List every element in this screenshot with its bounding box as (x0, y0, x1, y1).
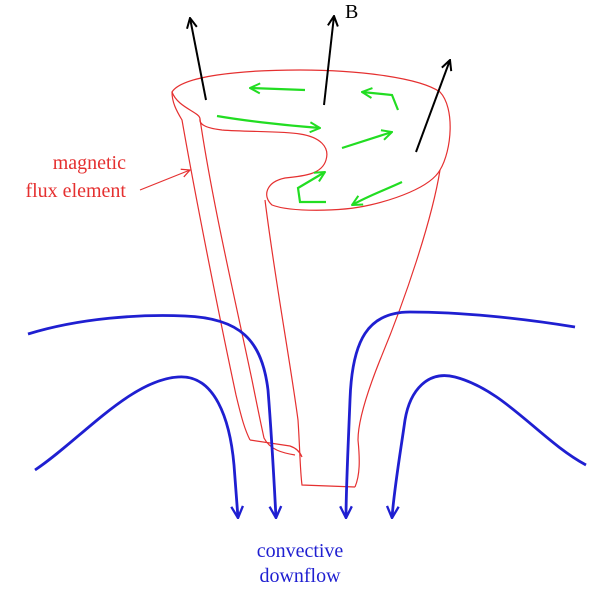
field-label-b: B (345, 1, 359, 23)
flow-arrow-6 (296, 172, 326, 204)
flow-arrow-5 (352, 181, 403, 205)
surface-flow-arrows (216, 88, 403, 205)
field-line-arrows (190, 16, 450, 153)
downflow-label-line2: downflow (259, 565, 341, 587)
flux-tube-inner-left-edge (199, 118, 296, 456)
field-arrow-center (323, 16, 334, 106)
flux-element-pointer-arrow (139, 170, 190, 191)
flux-element-label-line1: magnetic (52, 152, 126, 174)
flux-tube (171, 69, 451, 488)
field-arrow-left (190, 18, 207, 101)
field-arrow-right (415, 60, 450, 153)
downflow-inner-left (34, 375, 238, 518)
downflow-outer-left (27, 314, 276, 518)
flow-arrow-3 (362, 92, 400, 111)
flux-tube-inner-right-edge (264, 199, 356, 488)
downflow-inner-right (346, 310, 576, 518)
flow-arrow-1 (250, 88, 306, 90)
downflow-label-line1: convective (256, 540, 344, 562)
flux-tube-outer-left-edge (171, 91, 251, 441)
flux-tube-bottom-fold (249, 439, 303, 458)
flow-arrow-4 (341, 132, 392, 150)
flux-element-label-line2: flux element (25, 180, 126, 202)
flux-tube-top-outline (171, 69, 451, 211)
flux-tube-outer-right-edge (354, 169, 441, 488)
downflow-outer-right (392, 374, 587, 518)
flow-arrow-2 (216, 114, 320, 128)
convective-downflow-lines (27, 310, 587, 518)
